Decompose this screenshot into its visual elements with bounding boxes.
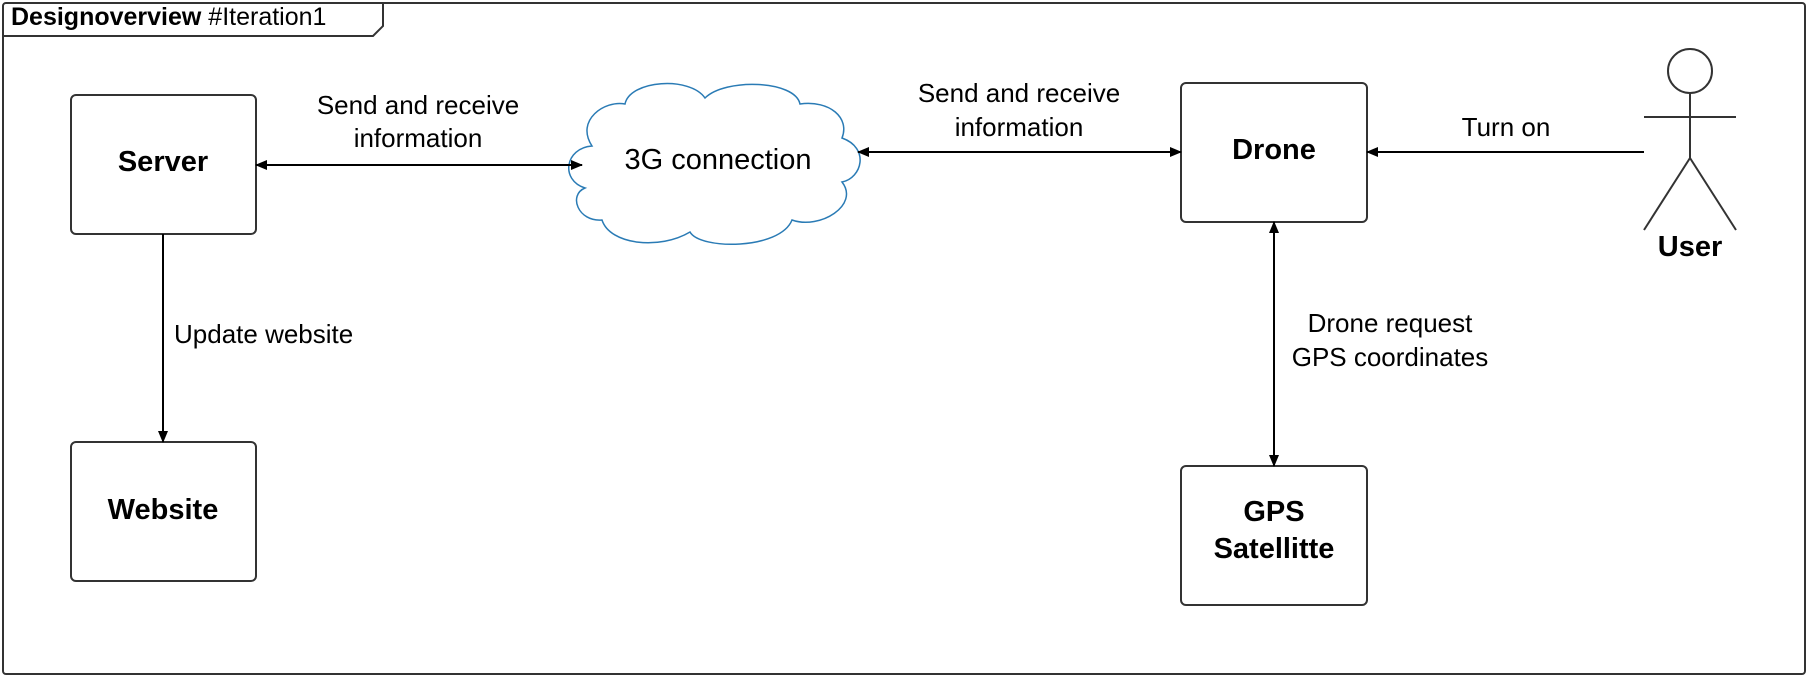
frame-title: Designoverview #Iteration1 bbox=[11, 3, 326, 31]
drone-label: Drone bbox=[1232, 134, 1316, 166]
edge-drone-gps-label-2: GPS coordinates bbox=[1292, 342, 1489, 372]
user-head bbox=[1667, 48, 1713, 94]
gps-satellite-node[interactable]: GPS Satellitte bbox=[1180, 465, 1368, 606]
edge-server-cloud-label-1: Send and receive bbox=[317, 90, 519, 120]
edge-server-cloud-label-2: information bbox=[354, 123, 483, 153]
cloud-shape bbox=[568, 82, 861, 246]
gps-label-line1: GPS bbox=[1243, 496, 1304, 528]
user-actor[interactable]: User bbox=[1643, 48, 1737, 263]
drone-node[interactable]: Drone bbox=[1180, 82, 1368, 223]
cloud-label: 3G connection bbox=[624, 144, 811, 176]
edge-server-website-label: Update website bbox=[174, 319, 353, 349]
edge-cloud-drone-label-2: information bbox=[955, 112, 1084, 142]
server-node[interactable]: Server bbox=[70, 94, 257, 235]
website-label: Website bbox=[108, 494, 219, 526]
user-label: User bbox=[1658, 231, 1723, 263]
edge-user-drone-label: Turn on bbox=[1462, 112, 1551, 142]
cloud-3g-node[interactable]: 3G connection bbox=[568, 82, 861, 246]
frame-title-tab bbox=[3, 3, 384, 37]
gps-label-line2: Satellitte bbox=[1214, 533, 1335, 565]
edge-cloud-drone-label-1: Send and receive bbox=[918, 78, 1120, 108]
server-label: Server bbox=[118, 146, 208, 178]
edge-drone-gps-label-1: Drone request bbox=[1308, 308, 1474, 338]
website-node[interactable]: Website bbox=[70, 441, 257, 582]
